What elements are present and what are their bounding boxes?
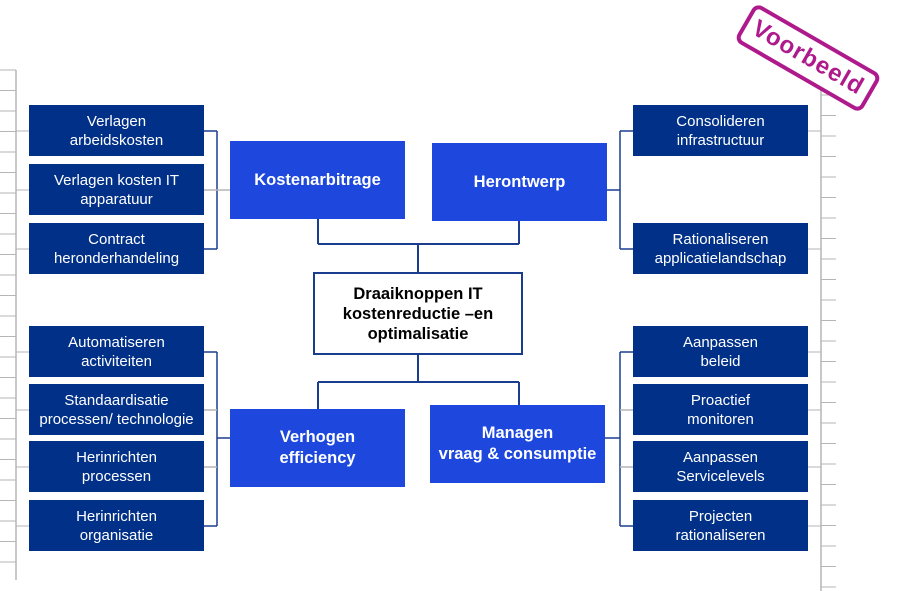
category-managen-vraag: Managen vraag & consumptie bbox=[430, 405, 605, 483]
leaf-consolideren-infrastructuur: Consolideren infrastructuur bbox=[633, 105, 808, 156]
leaf-label: Standaardisatie processen/ technologie bbox=[39, 391, 194, 428]
category-verhogen-efficiency: Verhogen efficiency bbox=[230, 409, 405, 487]
leaf-aanpassen-beleid: Aanpassen beleid bbox=[633, 326, 808, 377]
leaf-label: Herinrichten processen bbox=[76, 448, 157, 485]
leaf-label: Proactief monitoren bbox=[687, 391, 754, 428]
leaf-label: Aanpassen Servicelevels bbox=[676, 448, 765, 485]
leaf-aanpassen-servicelevels: Aanpassen Servicelevels bbox=[633, 441, 808, 492]
leaf-label: Aanpassen beleid bbox=[682, 333, 759, 370]
category-label: Managen vraag & consumptie bbox=[438, 424, 597, 463]
leaf-herinrichten-processen: Herinrichten processen bbox=[29, 441, 204, 492]
leaf-herinrichten-organisatie: Herinrichten organisatie bbox=[29, 500, 204, 551]
leaf-verlagen-arbeidskosten: Verlagen arbeidskosten bbox=[29, 105, 204, 156]
leaf-label: Rationaliseren applicatielandschap bbox=[654, 230, 787, 267]
leaf-label: Automatiseren activiteiten bbox=[68, 333, 165, 370]
category-label: Kostenarbitrage bbox=[254, 170, 381, 189]
leaf-verlagen-kosten-it: Verlagen kosten IT apparatuur bbox=[29, 164, 204, 215]
category-label: Verhogen efficiency bbox=[279, 428, 356, 467]
category-label: Herontwerp bbox=[473, 172, 566, 191]
leaf-standaardisatie: Standaardisatie processen/ technologie bbox=[29, 384, 204, 435]
leaf-projecten-rationaliseren: Projecten rationaliseren bbox=[633, 500, 808, 551]
leaf-label: Verlagen kosten IT apparatuur bbox=[53, 171, 180, 208]
leaf-label: Contract heronderhandeling bbox=[53, 230, 180, 267]
leaf-label: Projecten rationaliseren bbox=[675, 507, 766, 544]
leaf-label: Consolideren infrastructuur bbox=[676, 112, 765, 149]
leaf-label: Verlagen arbeidskosten bbox=[69, 112, 164, 149]
center-title: Draaiknoppen IT kostenreductie –en optim… bbox=[342, 284, 494, 343]
center-node: Draaiknoppen IT kostenreductie –en optim… bbox=[313, 272, 523, 355]
leaf-contract-heronderhandeling: Contract heronderhandeling bbox=[29, 223, 204, 274]
leaf-automatiseren-activiteiten: Automatiseren activiteiten bbox=[29, 326, 204, 377]
category-kostenarbitrage: Kostenarbitrage bbox=[230, 141, 405, 219]
leaf-proactief-monitoren: Proactief monitoren bbox=[633, 384, 808, 435]
category-herontwerp: Herontwerp bbox=[432, 143, 607, 221]
leaf-rationaliseren-applicatielandschap: Rationaliseren applicatielandschap bbox=[633, 223, 808, 274]
leaf-label: Herinrichten organisatie bbox=[76, 507, 157, 544]
